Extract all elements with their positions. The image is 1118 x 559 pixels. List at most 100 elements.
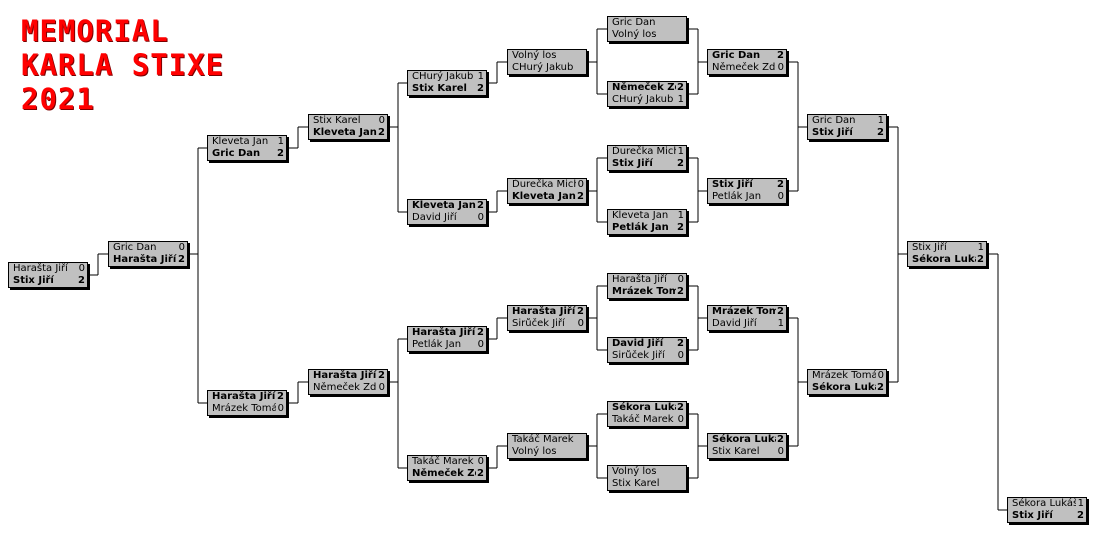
player-score: 2 [677, 158, 684, 169]
player-name: Sékora Lukáš [912, 254, 976, 265]
player-name: Stix Jiří [612, 158, 653, 169]
player-name: CHurý Jakub [412, 71, 474, 82]
match-player-row: Ďurečka Michal0 [508, 179, 586, 191]
player-name: Širůček Jiří [612, 350, 665, 361]
player-score: 2 [777, 306, 784, 317]
player-score: 2 [378, 127, 385, 138]
player-name: Stix Jiří [1012, 510, 1053, 521]
player-name: Volný los [512, 446, 557, 457]
player-name: Sékora Lukáš [712, 434, 776, 445]
player-name: Volný los [612, 29, 657, 40]
player-name: Takáč Marek [612, 414, 674, 425]
player-score: 2 [677, 222, 684, 233]
player-name: Stix Jiří [13, 275, 54, 286]
match-player-row: Sékora Lukáš2 [608, 402, 686, 414]
player-name: Mrázek Tomáš [612, 286, 676, 297]
player-score: 2 [677, 338, 684, 349]
player-name: CHurý Jakub [612, 94, 674, 105]
match-player-row: Stix Karel [608, 478, 686, 490]
player-name: Kleveta Jan [612, 210, 669, 221]
title-line-3: 2021 [21, 82, 95, 116]
player-name: Gric Dan [212, 148, 261, 159]
player-score: 2 [178, 254, 185, 265]
player-name: Gric Dan [612, 17, 656, 28]
player-score: 2 [78, 275, 85, 286]
player-name: Volný los [612, 466, 657, 477]
player-name: Mrázek Tomáš [212, 403, 276, 414]
player-name: Gric Dan [812, 115, 856, 126]
player-name: Harašta Jiří [512, 306, 576, 317]
match-player-row: Mrázek Tomáš2 [708, 306, 786, 318]
player-score: 2 [777, 50, 784, 61]
player-score: 2 [777, 179, 784, 190]
match-player-row: Ďurečka Michal1 [608, 146, 686, 158]
player-score: 1 [677, 94, 684, 105]
player-name: Gric Dan [712, 50, 761, 61]
player-name: Volný los [512, 50, 557, 61]
player-score: 1 [977, 242, 984, 253]
match-player-row: Harašta Jiří 0 [9, 263, 87, 275]
match-player-row: Gric Dan [608, 17, 686, 29]
player-score: 0 [777, 62, 784, 73]
player-score: 0 [78, 263, 85, 274]
player-name: CHurý Jakub [512, 62, 574, 73]
player-score: 0 [877, 370, 884, 381]
player-name: Němeček Zdeněk [712, 62, 776, 73]
player-score: 0 [577, 179, 584, 190]
player-name: Němeček Zdeněk [313, 382, 377, 393]
match-player-row: Němeček Zdeněk0 [708, 62, 786, 74]
player-name: Takáč Marek [412, 456, 474, 467]
match-player-row: Němeček Zdeněk2 [608, 82, 686, 94]
player-name: Stix Jiří [712, 179, 753, 190]
player-name: Stix Jiří [912, 242, 947, 253]
player-score: 0 [277, 403, 284, 414]
player-name: Němeček Zdeněk [412, 468, 476, 479]
player-score: 2 [877, 382, 884, 393]
player-score: 0 [777, 446, 784, 457]
player-score: 2 [1077, 510, 1084, 521]
player-name: Harašta Jiří [13, 263, 68, 274]
player-score: 1 [277, 136, 284, 147]
player-score: 2 [877, 127, 884, 138]
match-player-row: Stix Jiří 2 [1008, 510, 1086, 522]
player-name: Takáč Marek [512, 434, 574, 445]
match-player-row: Volný los [508, 446, 586, 458]
player-name: David Jiří [712, 318, 757, 329]
player-score: 0 [477, 456, 484, 467]
player-score: 2 [677, 82, 684, 93]
player-score: 2 [477, 200, 484, 211]
match-player-row: Němeček Zdeněk0 [309, 382, 387, 394]
